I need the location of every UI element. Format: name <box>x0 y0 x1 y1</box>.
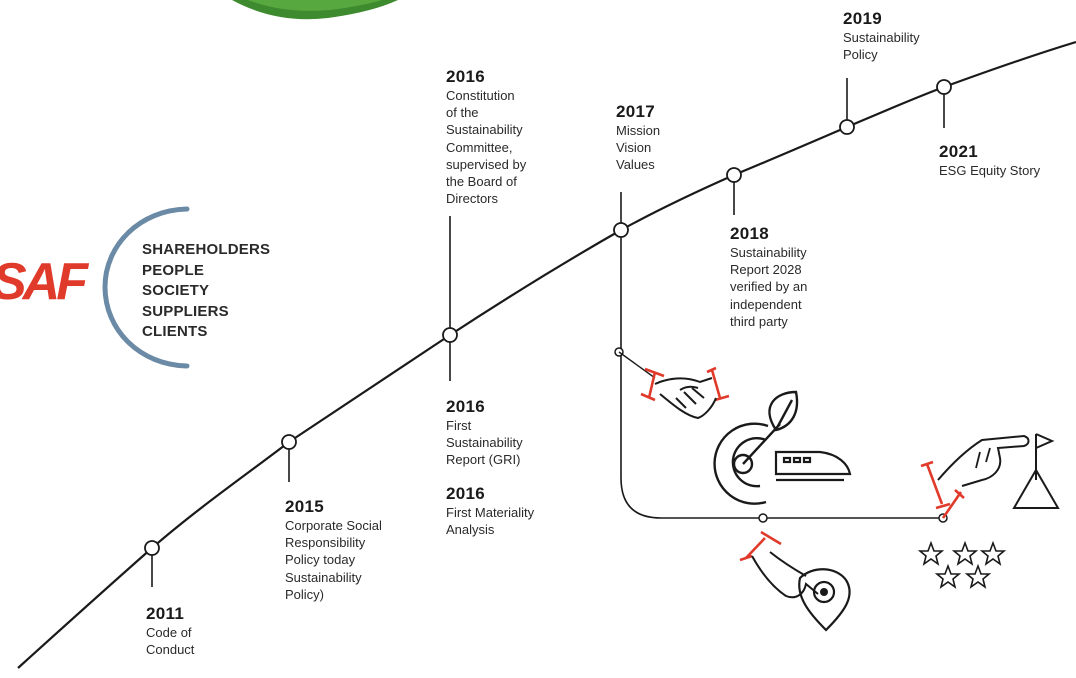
milestone-2015: 2015 Corporate Social Responsibility Pol… <box>285 497 382 603</box>
milestone-year: 2011 <box>146 604 185 623</box>
stakeholder-item: SHAREHOLDERS <box>142 241 271 258</box>
milestone-description: Sustainability Policy <box>843 30 920 63</box>
handshake-icon <box>640 366 730 420</box>
stakeholder-arc <box>102 206 190 369</box>
milestone-description: Code of Conduct <box>146 625 195 658</box>
milestone-description: First Materiality Analysis <box>446 505 535 538</box>
stakeholder-item: SUPPLIERS <box>142 302 229 320</box>
node-2017 <box>613 222 629 238</box>
train-icon <box>774 450 852 482</box>
milestone-2016-materiality: 2016 First Materiality Analysis <box>446 484 534 538</box>
hand-pointing-flag-icon <box>920 434 1030 519</box>
milestone-description: Corporate Social Responsibility Policy t… <box>285 518 382 602</box>
milestone-2021: 2021 ESG Equity Story <box>939 142 1040 179</box>
milestone-2018: 2018 Sustainability Report 2028 verified… <box>730 224 807 330</box>
node-2021 <box>936 79 952 95</box>
stars-icon <box>917 540 1007 589</box>
stakeholder-list: SHAREHOLDERS PEOPLE SOCIETY SUPPLIERS CL… <box>142 240 270 343</box>
milestone-year: 2017 <box>616 102 656 121</box>
milestone-2017: 2017 Mission Vision Values <box>616 102 660 174</box>
node-2015 <box>281 434 297 450</box>
company-logo: SAF <box>0 253 88 311</box>
milestone-year: 2021 <box>939 142 979 161</box>
milestone-description: Sustainability Report 2028 verified by a… <box>730 245 808 329</box>
milestone-year: 2018 <box>730 224 770 243</box>
finger-location-pin-icon <box>739 530 851 632</box>
milestone-description: Mission Vision Values <box>616 123 661 173</box>
node-2016 <box>442 327 458 343</box>
timeline-curve <box>17 40 1076 669</box>
milestone-year: 2015 <box>285 497 325 516</box>
node-2019 <box>839 119 855 135</box>
milestone-description: Constitution of the Sustainability Commi… <box>446 88 527 207</box>
milestone-2019: 2019 Sustainability Policy <box>843 9 920 63</box>
milestone-year: 2019 <box>843 9 883 28</box>
node-2018 <box>726 167 742 183</box>
milestone-2016-committee: 2016 Constitution of the Sustainability … <box>446 67 526 207</box>
milestone-2011: 2011 Code of Conduct <box>146 604 194 658</box>
stakeholder-item: SOCIETY <box>142 282 210 299</box>
stakeholder-item: CLIENTS <box>142 323 208 340</box>
node-2011 <box>144 540 160 556</box>
top-banner-graphic <box>232 0 398 20</box>
flag-icon <box>1012 433 1060 509</box>
stakeholder-item: PEOPLE <box>142 261 205 279</box>
milestone-year: 2016 <box>446 67 486 86</box>
milestone-2016-report: 2016 First Sustainability Report (GRI) <box>446 397 523 469</box>
milestone-description: ESG Equity Story <box>939 163 1041 178</box>
milestone-description: First Sustainability Report (GRI) <box>446 418 523 468</box>
milestone-year: 2016 <box>446 484 486 503</box>
milestone-year: 2016 <box>446 397 486 416</box>
milestone-stems <box>151 78 945 587</box>
target-leaf-icon <box>713 390 799 505</box>
